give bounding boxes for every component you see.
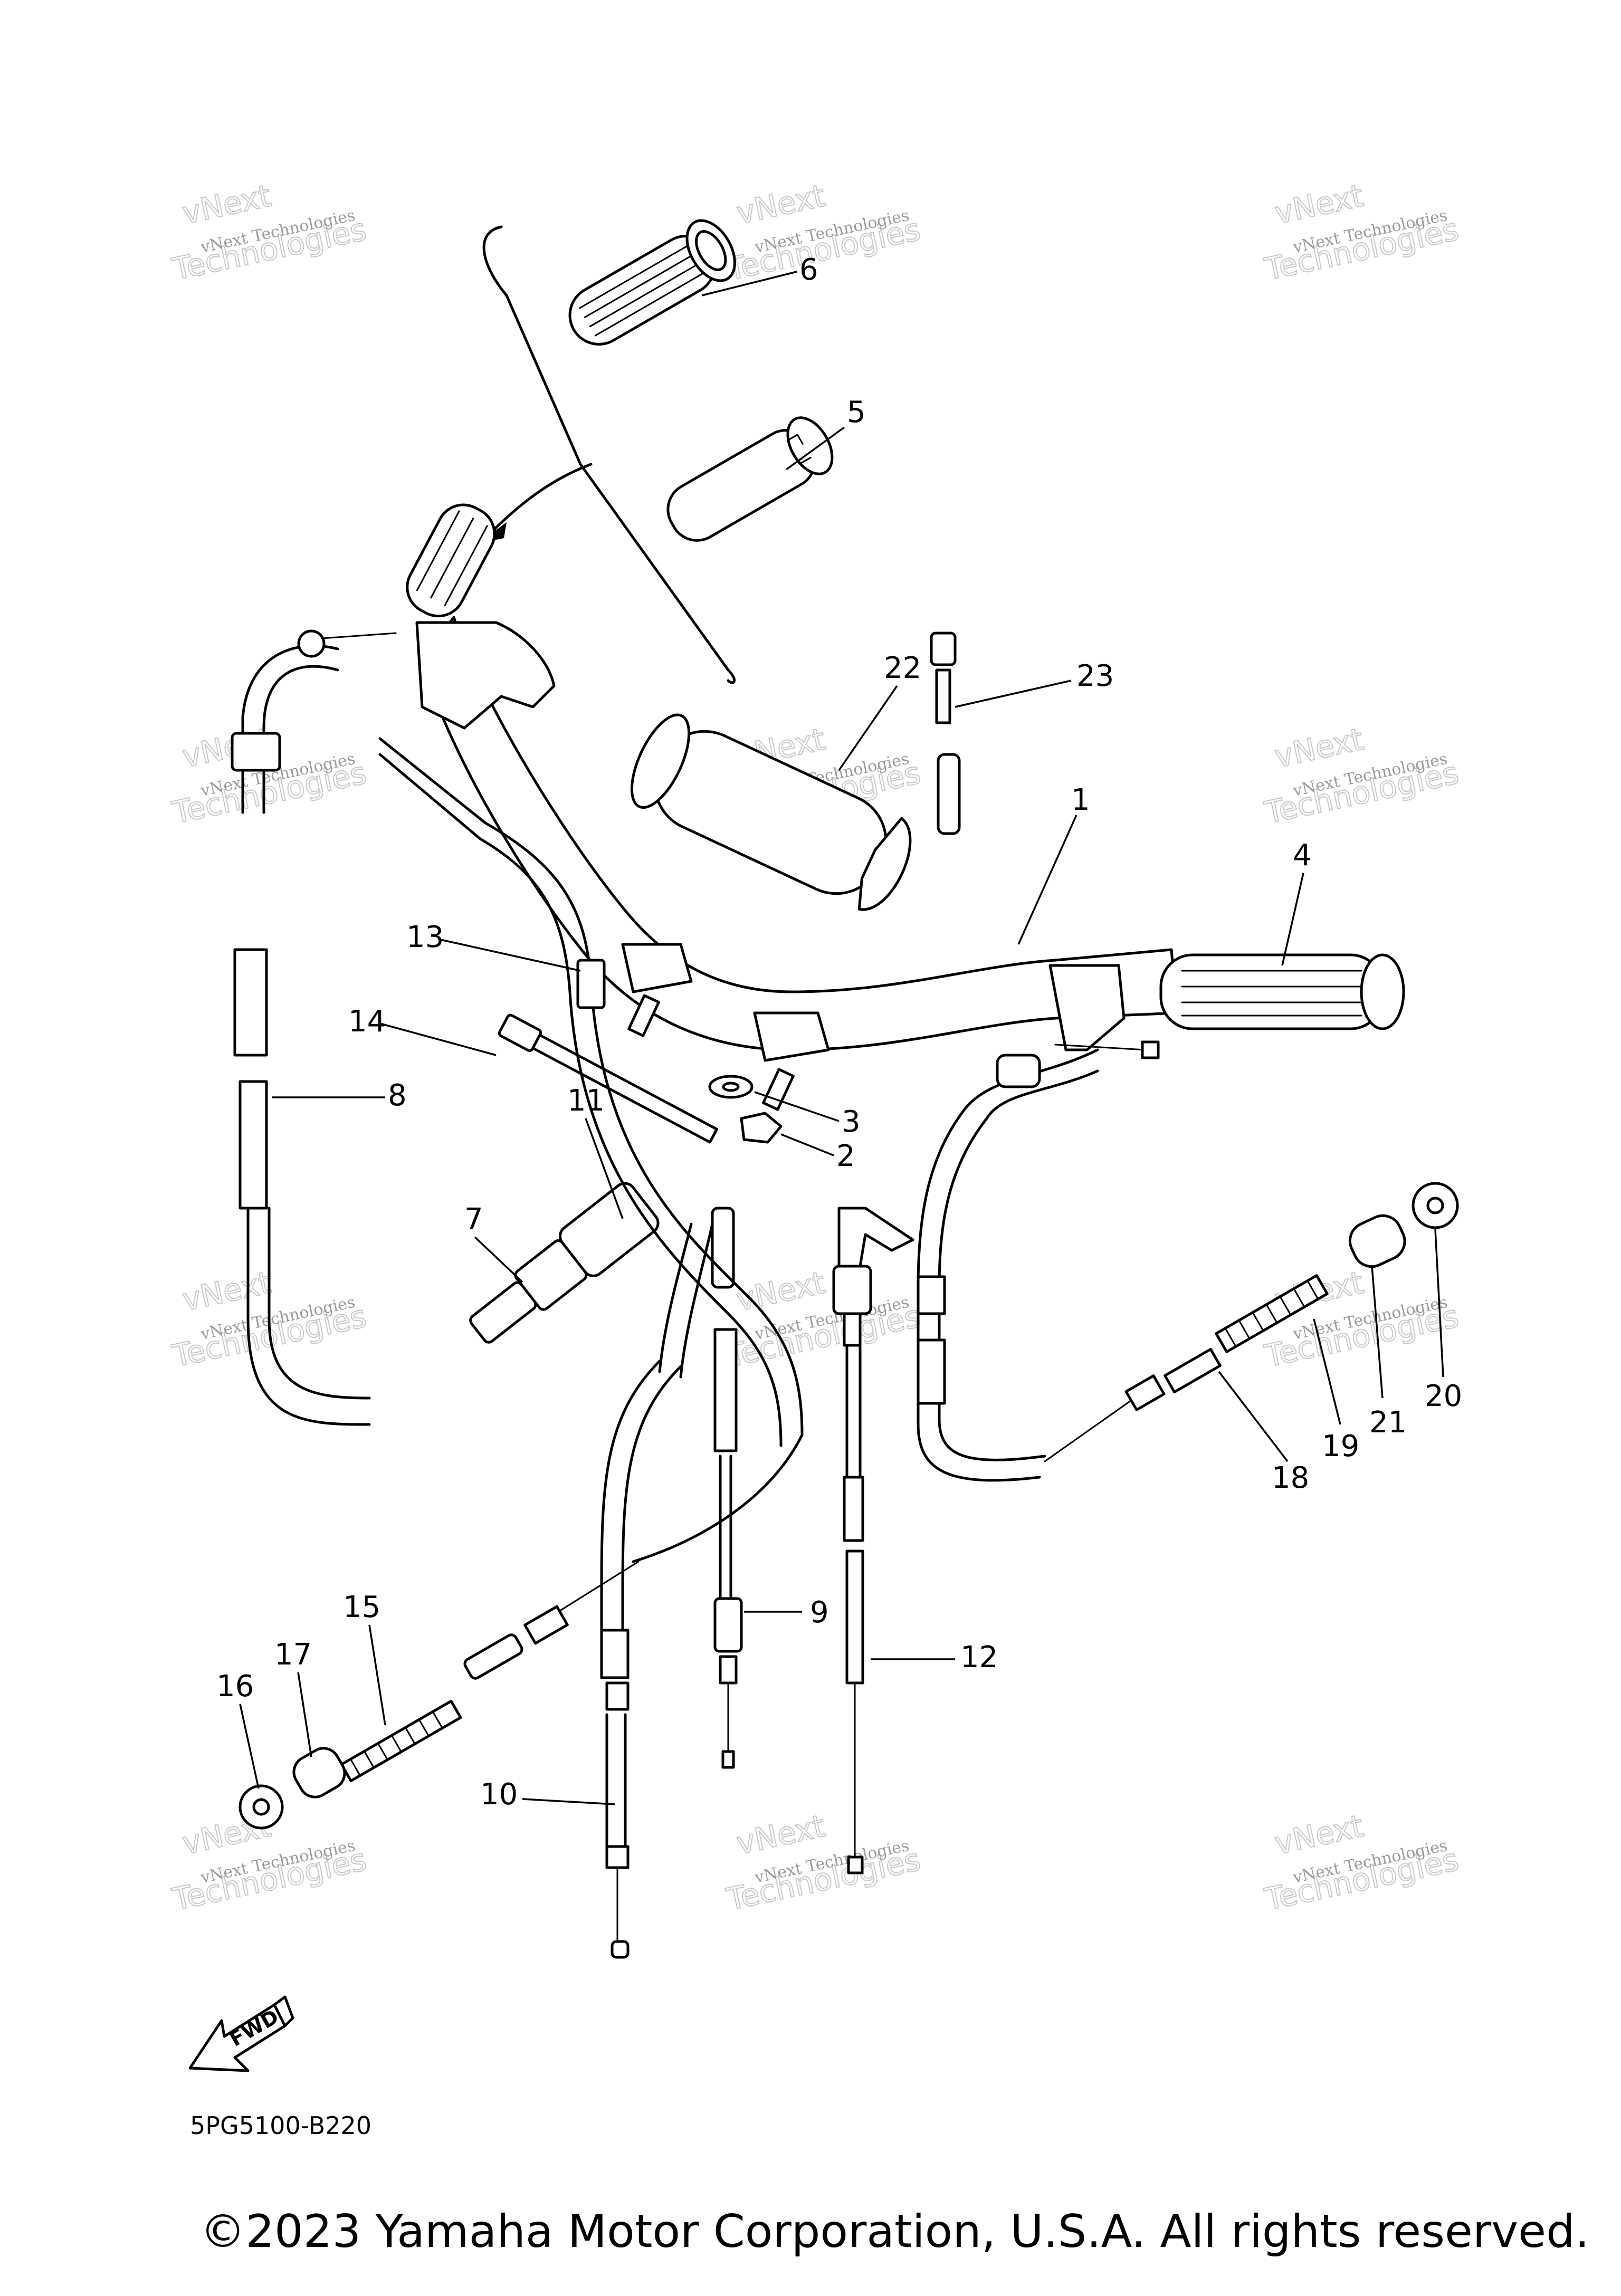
nut-2 (740, 1112, 783, 1144)
callout-8: 8 (388, 1078, 407, 1113)
callout-20: 20 (1425, 1379, 1462, 1413)
watermark: vNext Technologies vNext Technologies (1261, 177, 1462, 288)
cable-9 (713, 1328, 743, 1769)
callout-16: 16 (216, 1669, 254, 1704)
callout-1: 1 (1071, 783, 1090, 817)
fwd-arrow-icon: FWD (188, 1995, 294, 2072)
callout-10: 10 (480, 1777, 518, 1812)
adjuster-7 (469, 1182, 660, 1344)
cover-22 (630, 713, 912, 911)
nut-17 (292, 1747, 346, 1798)
svg-text:vNext: vNext (733, 1808, 828, 1862)
cable-8 (231, 629, 397, 1426)
clamp-upper (621, 943, 693, 993)
cap-20 (1412, 1182, 1459, 1229)
svg-text:vNext: vNext (1272, 721, 1367, 775)
copyright-notice: ©2023 Yamaha Motor Corporation, U.S.A. A… (200, 2205, 1589, 2258)
callout-5: 5 (847, 395, 866, 429)
svg-text:vNext: vNext (179, 1265, 274, 1318)
callout-21: 21 (1369, 1405, 1407, 1440)
watermark: vNext Technologies vNext Technologies (1261, 1807, 1462, 1918)
tie-band-14 (498, 1013, 718, 1144)
leader-lines (239, 271, 1444, 1805)
cable-10 (600, 1360, 682, 1959)
cable-13 (378, 737, 804, 1447)
handlebar-1 (406, 503, 1178, 1111)
callout-23: 23 (1076, 659, 1114, 693)
callout-13: 13 (406, 920, 444, 954)
callout-18: 18 (1272, 1461, 1309, 1495)
svg-text:vNext: vNext (733, 178, 828, 232)
callout-2: 2 (836, 1139, 855, 1173)
callouts: 1 2 3 4 5 6 7 8 9 10 11 12 13 14 15 16 1… (216, 253, 1462, 1812)
cap-16 (239, 1784, 284, 1830)
callout-6: 6 (799, 253, 818, 287)
nut-21 (1348, 1214, 1406, 1268)
callout-22: 22 (884, 651, 921, 685)
spring-19 (1215, 1274, 1329, 1353)
svg-text:vNext: vNext (733, 1265, 828, 1318)
callout-11: 11 (567, 1084, 605, 1118)
band-23 (930, 632, 961, 835)
clamp-lower (753, 1011, 830, 1062)
svg-text:vNext: vNext (179, 178, 274, 232)
callout-4: 4 (1293, 838, 1312, 873)
diagram-code: 5PG5100-B220 (190, 2111, 371, 2140)
tube-11 (658, 1207, 735, 1379)
cable-15 (340, 1433, 804, 1783)
callout-15: 15 (343, 1590, 380, 1624)
watermark: vNext Technologies vNext Technologies (1261, 721, 1462, 831)
callout-19: 19 (1322, 1429, 1359, 1463)
callout-17: 17 (274, 1638, 312, 1672)
svg-text:vNext: vNext (1272, 178, 1367, 232)
watermark: vNext Technologies vNext Technologies (722, 1807, 924, 1918)
callout-14: 14 (348, 1004, 386, 1039)
grip-4 (1159, 953, 1405, 1030)
callout-9: 9 (810, 1595, 829, 1630)
sleeve-5 (666, 416, 834, 542)
watermark: vNext Technologies vNext Technologies (168, 1264, 370, 1375)
watermark: vNext Technologies vNext Technologies (168, 177, 370, 288)
callout-3: 3 (842, 1105, 861, 1139)
watermark: vNext Technologies vNext Technologies (722, 1264, 924, 1375)
cable-18 (917, 1040, 1222, 1482)
callout-12: 12 (960, 1640, 998, 1675)
grip-6 (568, 219, 736, 346)
cable-12 (832, 1207, 914, 1874)
svg-text:vNext: vNext (1272, 1808, 1367, 1862)
callout-7: 7 (464, 1202, 483, 1237)
washer-3 (708, 1075, 754, 1099)
